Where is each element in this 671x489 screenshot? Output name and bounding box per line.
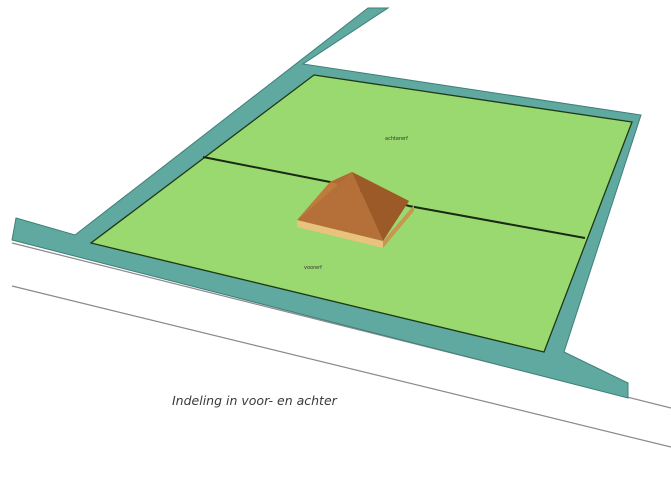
label-back-yard: achtererf	[385, 136, 408, 142]
house-roof-front	[297, 172, 383, 241]
house-model	[297, 172, 414, 248]
house-base-front	[297, 220, 383, 248]
house-base-side	[383, 205, 414, 248]
house-roof-right	[352, 172, 409, 241]
label-front-yard: voorerf	[304, 265, 322, 271]
road-line-lower	[11, 285, 671, 448]
figure-caption: Indeling in voor- en achter	[172, 393, 337, 408]
